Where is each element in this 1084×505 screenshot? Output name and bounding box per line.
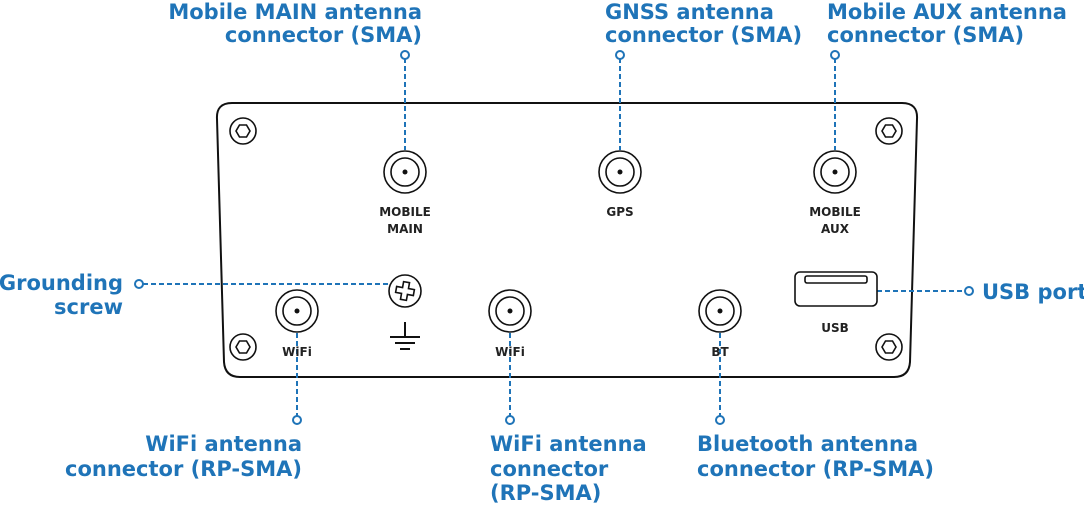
- callout-gnss: connector (SMA): [605, 23, 802, 47]
- corner-screw-icon: [875, 333, 903, 361]
- callout-bluetooth: Bluetooth antenna: [697, 432, 918, 456]
- mobile-main-connector-icon: [383, 150, 427, 194]
- usb-port-icon: [794, 271, 878, 307]
- corner-screw-icon: [875, 117, 903, 145]
- callout-gnss: GNSS antenna: [605, 0, 774, 24]
- callout-mobile-aux: connector (SMA): [827, 23, 1024, 47]
- callout-bluetooth: connector (RP-SMA): [697, 457, 934, 481]
- corner-screw-icon: [229, 333, 257, 361]
- callout-wifi-mid: WiFi antenna: [490, 432, 647, 456]
- gps-connector-icon: [598, 150, 642, 194]
- grounding-screw-icon: [388, 274, 422, 308]
- bt-connector-icon: [698, 289, 742, 333]
- mobile-main-label: MAIN: [387, 222, 423, 236]
- ground-symbol-icon: [390, 322, 420, 350]
- mobile-aux-connector-icon: [813, 150, 857, 194]
- gps-label: GPS: [606, 205, 633, 219]
- callout-wifi-mid: connector: [490, 457, 609, 481]
- wifi-left-connector-icon: [275, 289, 319, 333]
- wifi-mid-label: WiFi: [495, 345, 525, 359]
- mobile-aux-label: MOBILE: [809, 205, 861, 219]
- usb-label: USB: [821, 321, 849, 335]
- callout-wifi-left: connector (RP-SMA): [65, 457, 302, 481]
- leader-lines: [134, 50, 974, 425]
- device-panel: [215, 102, 919, 378]
- callout-mobile-main: connector (SMA): [225, 23, 422, 47]
- callout-wifi-mid: (RP-SMA): [490, 481, 601, 505]
- callout-usb: USB port: [982, 280, 1084, 304]
- mobile-aux-label: AUX: [821, 222, 850, 236]
- wifi-mid-connector-icon: [488, 289, 532, 333]
- corner-screw-icon: [229, 117, 257, 145]
- wifi-left-label: WiFi: [282, 345, 312, 359]
- callout-grounding: screw: [54, 295, 123, 319]
- bt-label: BT: [711, 345, 729, 359]
- callout-mobile-main: Mobile MAIN antenna: [168, 0, 422, 24]
- callout-wifi-left: WiFi antenna: [145, 432, 302, 456]
- callout-grounding: Grounding: [0, 271, 123, 295]
- callout-mobile-aux: Mobile AUX antenna: [827, 0, 1067, 24]
- mobile-main-label: MOBILE: [379, 205, 431, 219]
